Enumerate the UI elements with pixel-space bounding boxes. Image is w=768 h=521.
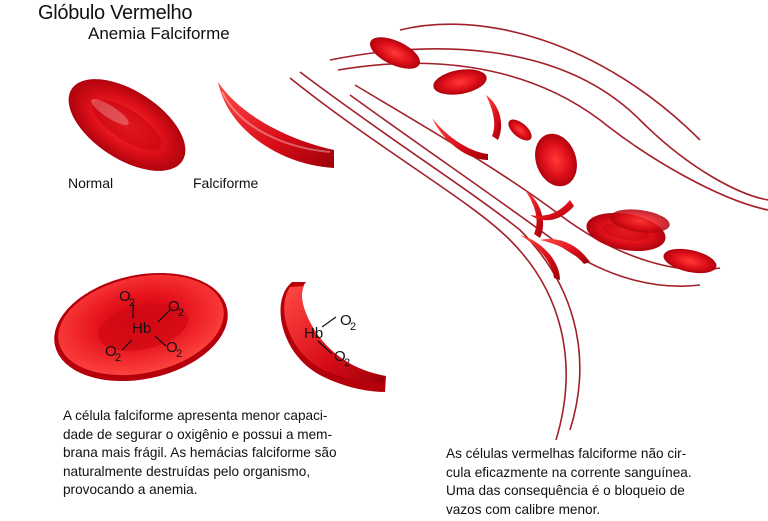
hb-label: Hb	[132, 320, 151, 337]
text-line: naturalmente destruídas pelo organismo,	[63, 463, 311, 479]
o2-bottom-right: O	[166, 339, 178, 356]
text-line: As células vermelhas falciforme não cir-	[446, 446, 687, 461]
o2-top-right: O	[168, 298, 180, 315]
o2-bottom-right-sub: 2	[176, 348, 182, 360]
normal-cell-large: Hb O 2 O 2 O 2 O 2	[54, 272, 228, 382]
text-line: dade de segurar o oxigênio e possui a me…	[63, 426, 333, 442]
label-normal: Normal	[68, 175, 114, 191]
o2-top-left-sub: 2	[129, 297, 135, 309]
o2-bottom: O	[334, 348, 346, 365]
text-line: brana mais frágil. As hemácias falciform…	[63, 445, 337, 461]
page-title: Glóbulo Vermelho	[38, 2, 193, 24]
hb-label-sickle: Hb	[304, 325, 323, 342]
sickle-cell-large: Hb O 2 O 2	[280, 282, 386, 392]
o2-top-left: O	[119, 288, 131, 305]
vessel-cells	[370, 37, 717, 280]
o2-bottom-left-sub: 2	[115, 352, 121, 364]
page-subtitle: Anemia Falciforme	[88, 24, 230, 43]
o2-bottom-left: O	[105, 343, 117, 360]
normal-cell	[68, 79, 186, 171]
label-sickle: Falciforme	[193, 175, 259, 191]
o2-top-right-sub: 2	[178, 307, 184, 319]
o2-top: O	[340, 312, 352, 329]
o2-top-sub: 2	[350, 321, 356, 333]
text-line: vazos com calibre menor.	[446, 501, 601, 517]
sickle-cell	[218, 82, 334, 168]
o2-bottom-sub: 2	[344, 357, 350, 369]
text-line: provocando a anemia.	[63, 482, 198, 498]
text-line: Uma das consequência é o bloqueio de	[446, 483, 685, 499]
text-line: cula eficazmente na corrente sanguínea.	[446, 464, 692, 480]
description-left: A célula falciforme apresenta menor capa…	[63, 407, 337, 500]
text-line: A célula falciforme apresenta menor capa…	[63, 408, 328, 423]
description-right: As células vermelhas falciforme não cir-…	[446, 445, 692, 519]
